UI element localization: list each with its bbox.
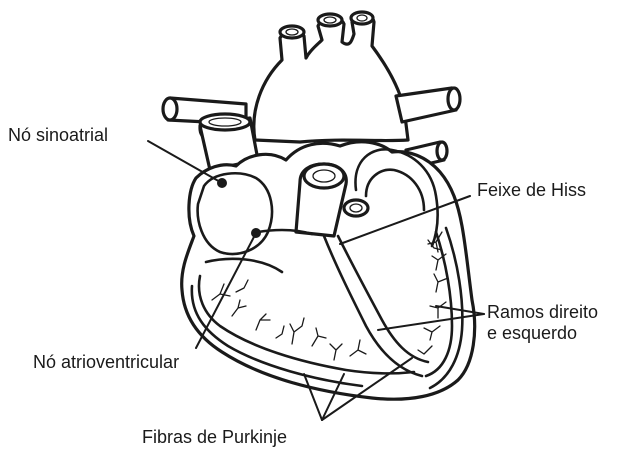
label-branches-line2: e esquerdo xyxy=(487,323,577,343)
label-av-node: Nó atrioventricular xyxy=(33,352,179,372)
label-bundle-his: Feixe de Hiss xyxy=(477,180,586,200)
label-sa-node: Nó sinoatrial xyxy=(8,125,108,145)
heart-illustration xyxy=(163,12,475,399)
label-purkinje: Fibras de Purkinje xyxy=(142,427,287,447)
label-branches-line1: Ramos direito xyxy=(487,302,598,322)
aortic-arch xyxy=(254,12,408,142)
